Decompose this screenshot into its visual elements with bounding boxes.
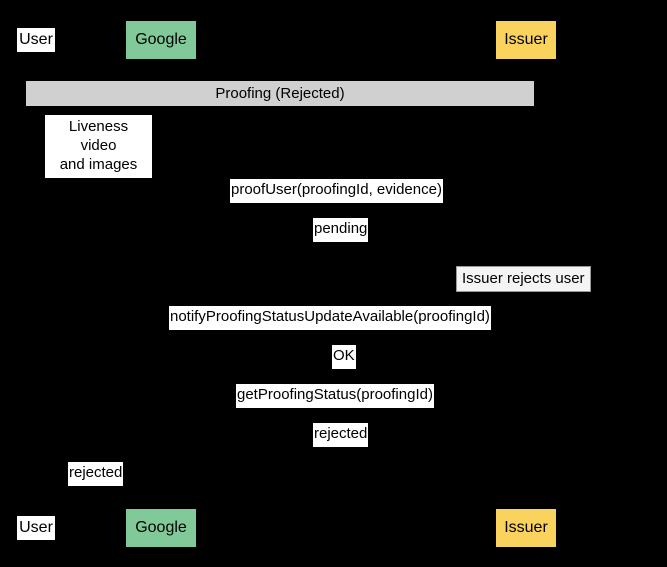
participant-issuer-bottom-label: Issuer (504, 519, 548, 536)
participant-user-top[interactable]: User (17, 28, 55, 52)
participant-google-top-label: Google (135, 31, 187, 48)
lifeline-google (161, 59, 162, 509)
message-label-rejected-google-user-text: rejected (69, 464, 123, 481)
message-label-proof-user: proofUser(proofingId, evidence) (230, 179, 443, 203)
participant-google-top[interactable]: Google (126, 21, 196, 59)
message-label-pending: pending (313, 218, 369, 242)
message-label-notify-status: notifyProofingStatusUpdateAvailable(proo… (169, 306, 491, 330)
participant-issuer-bottom[interactable]: Issuer (496, 509, 556, 547)
message-label-liveness-line2: and images (59, 155, 138, 173)
arrow-pending (161, 244, 526, 245)
message-label-notify-status-text: notifyProofingStatusUpdateAvailable(proo… (170, 308, 490, 325)
arrow-get-proofing-status (161, 410, 526, 411)
message-label-rejected-google-user: rejected (68, 462, 124, 486)
note-issuer-rejects-user-text: Issuer rejects user (462, 270, 585, 287)
message-label-liveness-line1: Liveness video (68, 118, 129, 154)
message-label-proof-user-text: proofUser(proofingId, evidence) (231, 181, 442, 198)
participant-issuer-top[interactable]: Issuer (496, 21, 556, 59)
participant-issuer-top-label: Issuer (504, 31, 548, 48)
participant-google-bottom[interactable]: Google (126, 509, 196, 547)
participant-user-top-label: User (19, 30, 53, 48)
arrow-ok (161, 371, 526, 372)
arrow-notify-status (161, 332, 526, 333)
message-label-get-proofing-status-text: getProofingStatus(proofingId) (237, 386, 433, 403)
lifeline-user (35, 59, 36, 509)
fragment-header-label: Proofing (Rejected) (215, 85, 345, 102)
participant-user-bottom-label: User (19, 518, 53, 536)
message-label-ok: OK (332, 345, 356, 369)
message-label-ok-text: OK (333, 347, 355, 364)
message-label-liveness: Liveness video and images (45, 115, 152, 179)
message-label-get-proofing-status: getProofingStatus(proofingId) (236, 384, 434, 408)
fragment-header-proofing: Proofing (Rejected) (26, 81, 534, 106)
message-label-rejected-issuer-google: rejected (313, 423, 369, 447)
message-label-pending-text: pending (314, 220, 368, 237)
arrow-rejected-issuer-google (161, 449, 526, 450)
arrow-rejected-google-user (35, 488, 161, 489)
note-issuer-rejects-user: Issuer rejects user (456, 266, 591, 292)
message-label-rejected-issuer-google-text: rejected (314, 425, 368, 442)
participant-google-bottom-label: Google (135, 519, 187, 536)
participant-user-bottom[interactable]: User (17, 516, 55, 540)
arrow-proof-user (161, 205, 526, 206)
